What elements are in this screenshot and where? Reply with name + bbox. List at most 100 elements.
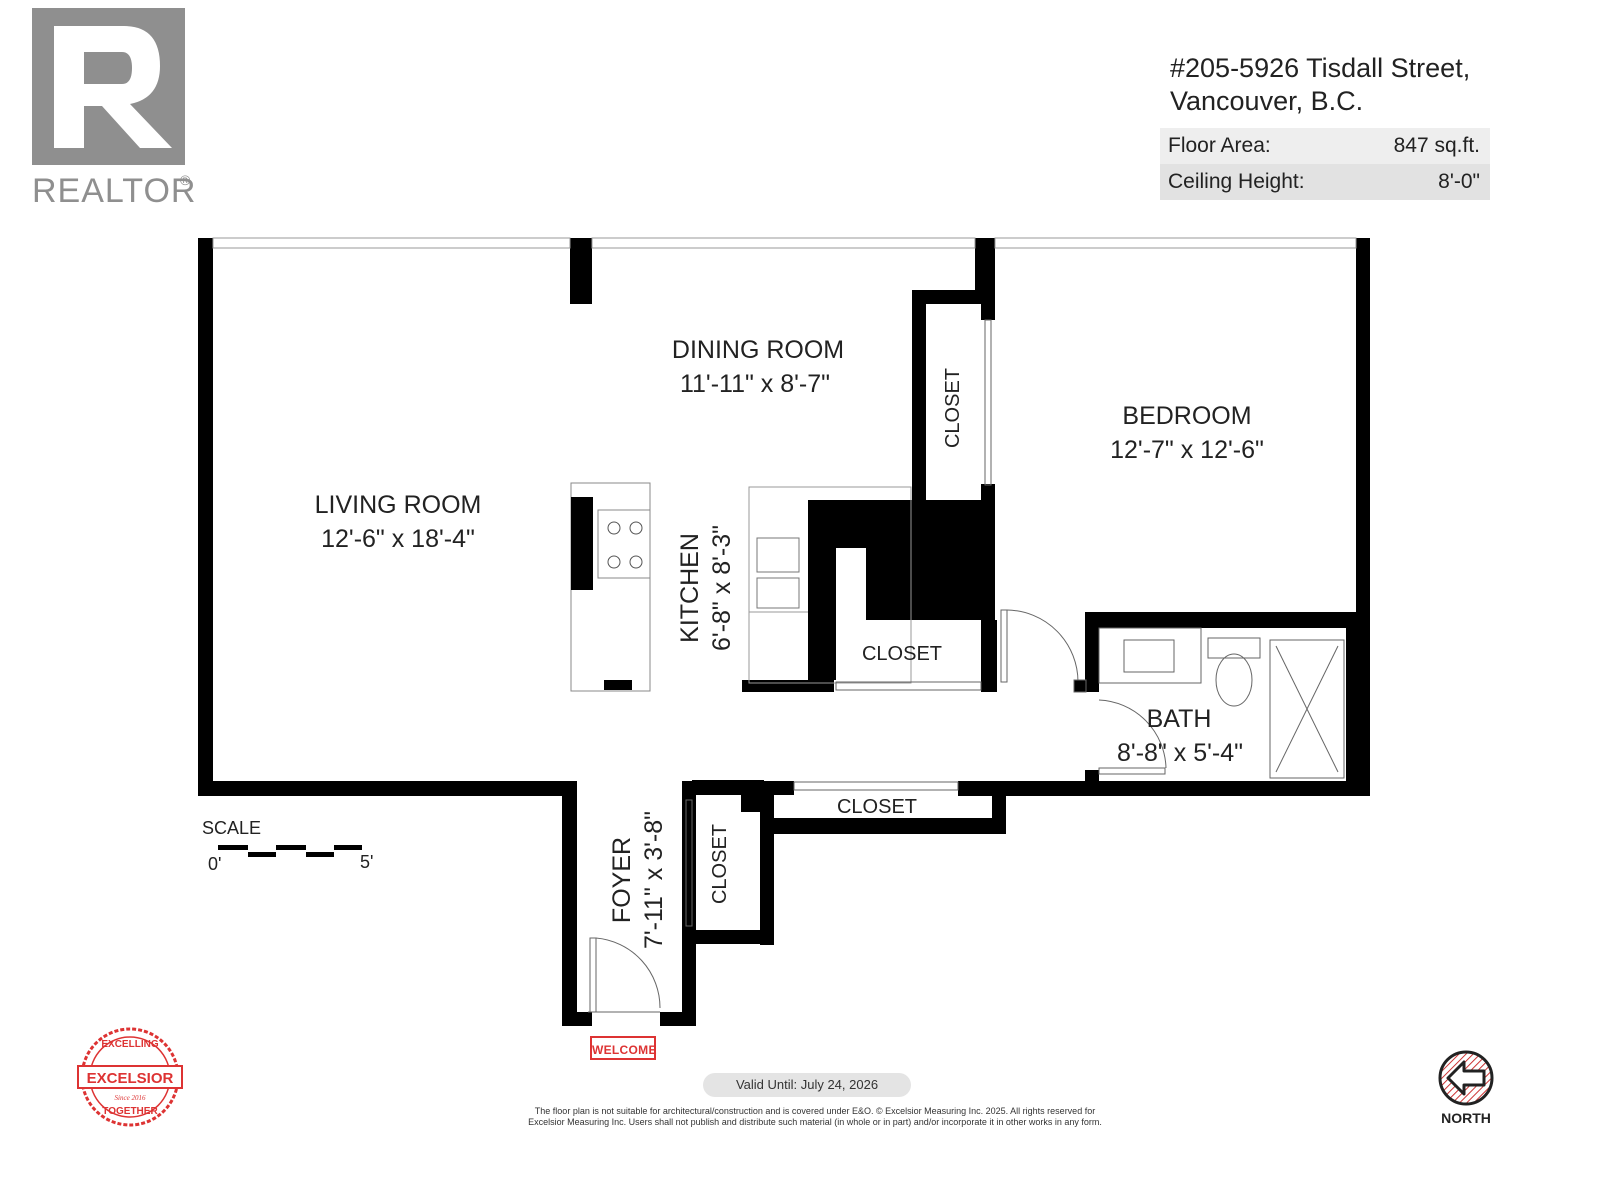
scale-title: SCALE <box>202 818 262 838</box>
wall-bath-west <box>1085 612 1099 692</box>
cooktop <box>597 509 651 579</box>
floor-area-row: Floor Area: 847 sq.ft. <box>1160 128 1490 164</box>
wall-corridor-closet-east <box>992 781 1006 834</box>
sink-left <box>756 537 800 573</box>
toilet-tank <box>1207 637 1261 659</box>
wall-foyer-closet-north <box>692 780 762 794</box>
disclaimer-line-1: The floor plan is not suitable for archi… <box>534 1106 1096 1116</box>
disclaimer: The floor plan is not suitable for archi… <box>470 1106 1160 1128</box>
wall-bath-east <box>1346 612 1370 796</box>
kitchen-name: KITCHEN <box>676 533 704 643</box>
bath-name: BATH <box>1147 705 1212 733</box>
door-stop <box>1073 679 1087 693</box>
wall-kitchen-south <box>742 680 834 692</box>
valid-until-pill: Valid Until: July 24, 2026 <box>703 1073 911 1097</box>
hall-door-swing <box>1006 609 1079 683</box>
wall-core-east <box>981 484 995 620</box>
wall-bath-west-bottom <box>1085 770 1099 796</box>
vanity <box>1098 627 1202 684</box>
dining-room-name: DINING ROOM <box>672 336 844 364</box>
bath-fixtures <box>1098 627 1345 779</box>
badge-since-text: Since 2016 <box>115 1094 146 1102</box>
shower <box>1269 639 1345 779</box>
shower-drain-line <box>1275 645 1339 773</box>
north-arrow-icon <box>1438 1050 1494 1106</box>
bedroom-closet-door <box>984 319 992 486</box>
realtor-logo-mark <box>32 8 185 165</box>
ceiling-height-value: 8'-0" <box>1438 170 1480 193</box>
island-wall <box>571 497 593 590</box>
wall-closet-west <box>912 290 926 500</box>
ceiling-height-label: Ceiling Height: <box>1168 170 1305 193</box>
entry-door-swing <box>595 937 661 1009</box>
foyer-dims: 7'-11" x 3'-8" <box>640 811 668 949</box>
burner <box>607 521 621 535</box>
burner <box>629 555 643 569</box>
wall-foyer-west <box>562 781 577 1026</box>
wall-closet-hall-east <box>981 620 997 692</box>
floor-area-value: 847 sq.ft. <box>1393 134 1480 157</box>
windows <box>212 237 1357 249</box>
wall-west <box>198 238 213 796</box>
foyer-closet-door <box>685 799 693 927</box>
closet-foyer-label: CLOSET <box>709 824 731 904</box>
north-label: NORTH <box>1441 1110 1491 1126</box>
address-line-1: #205-5926 Tisdall Street, <box>1170 53 1471 83</box>
badge-bottom-text: TOGETHER <box>102 1106 158 1117</box>
bath-dims: 8'-8" x 5'-4" <box>1117 739 1243 767</box>
wall-south-living <box>198 781 576 796</box>
sink-right <box>756 577 800 609</box>
ceiling-height-row: Ceiling Height: 8'-0" <box>1160 164 1490 200</box>
north-indicator: NORTH <box>1436 1048 1496 1138</box>
foyer-name: FOYER <box>608 837 636 923</box>
welcome-mat: WELCOME <box>590 1036 656 1060</box>
badge-center-text: EXCELSIOR <box>87 1070 174 1087</box>
bedroom-name: BEDROOM <box>1122 402 1251 430</box>
wall-corridor-closet-west <box>760 795 774 945</box>
dining-room-dims: 11'-11" x 8'-7" <box>680 370 830 398</box>
window-living <box>212 237 571 249</box>
window-bedroom <box>994 237 1357 249</box>
kitchen-counter <box>748 486 912 684</box>
closet-bedroom-label: CLOSET <box>942 368 964 448</box>
doors <box>588 319 1087 1013</box>
closet-corridor-label: CLOSET <box>837 796 917 818</box>
burner <box>629 521 643 535</box>
wall-closet-top <box>912 290 995 304</box>
scale-min: 0' <box>208 854 222 874</box>
wall-south-east <box>958 781 1370 796</box>
wall-foyer-closet-south <box>692 930 762 944</box>
bath-door-panel <box>1098 767 1166 775</box>
corridor-closet-door <box>793 781 959 791</box>
floor-area-label: Floor Area: <box>1168 134 1271 157</box>
island-post <box>604 680 632 690</box>
closet-sliding-door <box>835 681 982 691</box>
bedroom-dims: 12'-7" x 12'-6" <box>1110 436 1264 464</box>
toilet-bowl <box>1215 653 1253 707</box>
living-room-dims: 12'-6" x 18'-4" <box>321 525 475 553</box>
bath-sink <box>1123 639 1175 673</box>
property-address: #205-5926 Tisdall Street, Vancouver, B.C… <box>1170 52 1470 118</box>
excelsior-badge: EXCELLING EXCELSIOR Since 2016 TOGETHER <box>70 1022 190 1132</box>
scale-max: 5' <box>360 852 374 872</box>
wall-stub-living <box>570 238 592 304</box>
entry-door-panel <box>589 937 597 1013</box>
hall-door-panel <box>1000 609 1008 683</box>
address-line-2: Vancouver, B.C. <box>1170 86 1364 116</box>
kitchen-dims: 6'-8" x 8'-3" <box>708 525 736 651</box>
kitchen-fixtures <box>570 482 912 692</box>
badge-top-text: EXCELLING <box>101 1039 158 1050</box>
registered-mark: ® <box>180 172 191 188</box>
window-dining <box>591 237 976 249</box>
living-room-name: LIVING ROOM <box>315 491 482 519</box>
disclaimer-line-2: Excelsior Measuring Inc. Users shall not… <box>528 1117 1102 1127</box>
closet-hall-label: CLOSET <box>862 643 942 665</box>
wall-closet-east-top <box>981 290 995 320</box>
wall-core <box>808 500 995 692</box>
walls <box>198 238 1370 1026</box>
scale-bar <box>218 845 362 857</box>
wall-foyer-south-left <box>562 1012 592 1026</box>
wall-stub-dining <box>975 238 995 304</box>
burner <box>607 555 621 569</box>
